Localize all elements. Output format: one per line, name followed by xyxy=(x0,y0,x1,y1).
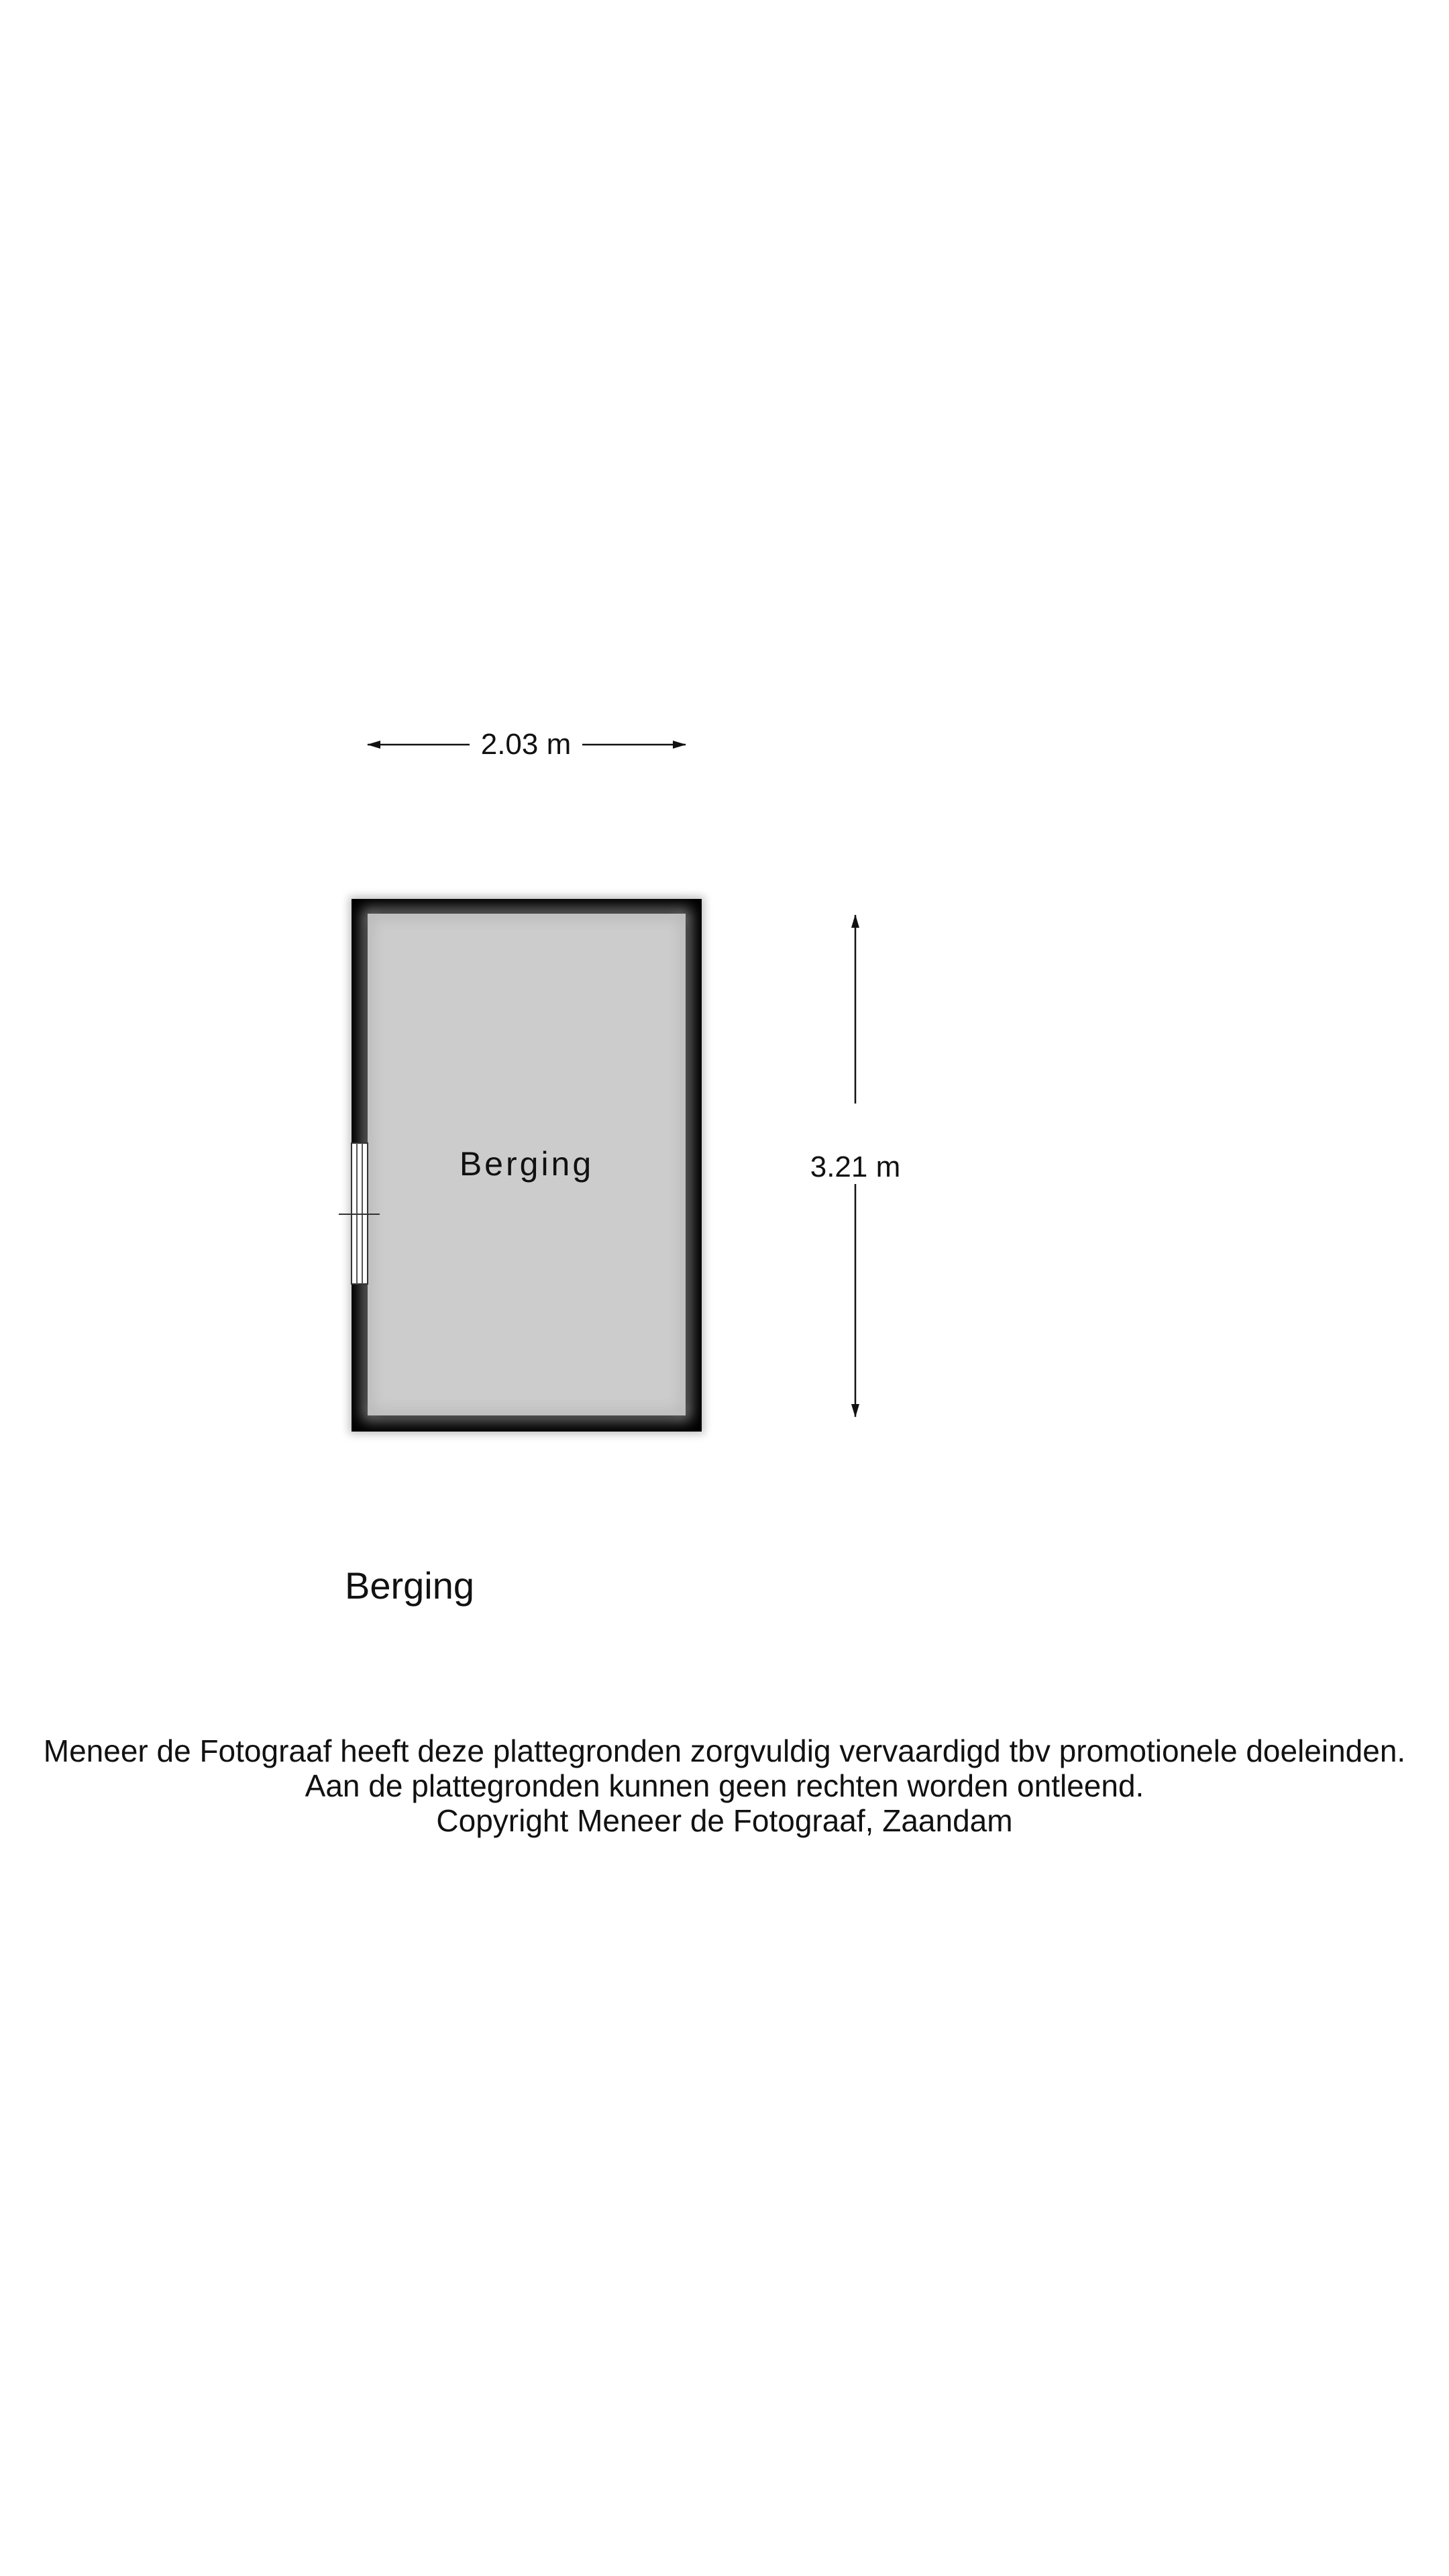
width-dimension: 2.03 m xyxy=(367,728,686,761)
copyright-line: Copyright Meneer de Fotograaf, Zaandam xyxy=(436,1803,1013,1838)
floor-name-label: Berging xyxy=(345,1564,475,1607)
room-berging: Berging xyxy=(339,896,704,1434)
length-dimension: 3.21 m xyxy=(810,914,901,1417)
disclaimer-line-1: Meneer de Fotograaf heeft deze plattegro… xyxy=(43,1733,1406,1768)
room-floor xyxy=(368,914,686,1415)
room-name-label: Berging xyxy=(460,1145,594,1183)
width-label: 2.03 m xyxy=(481,728,572,761)
disclaimer: Meneer de Fotograaf heeft deze plattegro… xyxy=(0,1733,1449,1838)
length-label: 3.21 m xyxy=(810,1150,901,1183)
window xyxy=(339,1142,380,1285)
disclaimer-line-2: Aan de plattegronden kunnen geen rechten… xyxy=(305,1768,1144,1803)
